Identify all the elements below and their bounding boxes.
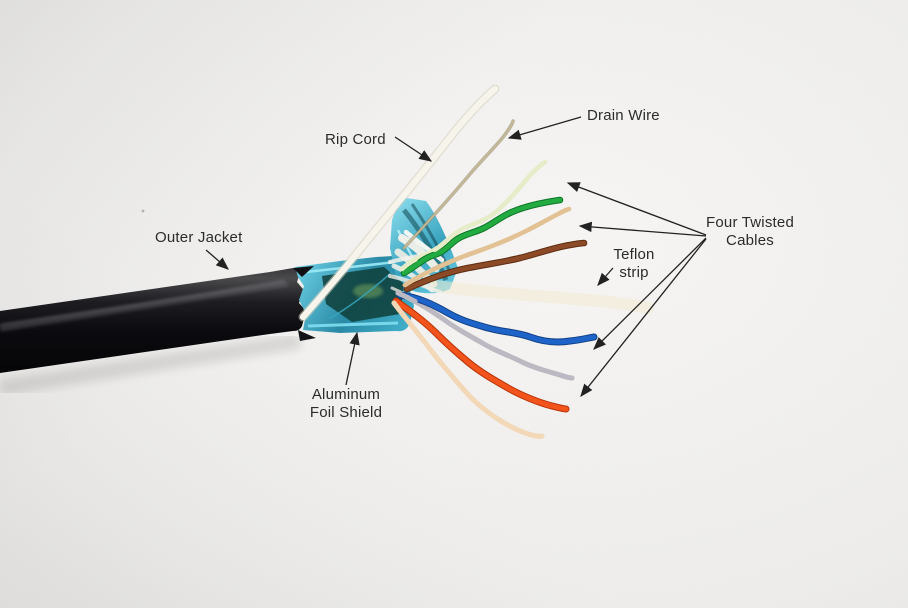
label-aluminum-foil-shield: Aluminum Foil Shield bbox=[304, 386, 388, 421]
label-drain-wire: Drain Wire bbox=[587, 107, 660, 124]
wire-green bbox=[401, 197, 563, 276]
jacket-fray-top bbox=[293, 266, 314, 277]
foil-green-glint bbox=[353, 284, 383, 298]
label-four-twisted-line1: Four Twisted bbox=[706, 214, 794, 231]
brown-twisted-pair bbox=[402, 206, 588, 293]
label-aluminum-line1: Aluminum bbox=[311, 386, 381, 403]
green-twisted-pair bbox=[399, 159, 564, 277]
jacket-gloss-thin bbox=[0, 280, 286, 326]
foil-streak-mid bbox=[329, 271, 393, 319]
aluminum-foil-graphic bbox=[293, 255, 415, 341]
wire-brown-white-weave bbox=[402, 206, 572, 288]
orange-twisted-pair bbox=[391, 297, 570, 439]
wire-orange-white-weave bbox=[391, 300, 545, 439]
label-teflon-line2: strip bbox=[619, 263, 649, 281]
wire-orange bbox=[393, 298, 569, 412]
label-outer-jacket: Outer Jacket bbox=[155, 229, 243, 246]
jacket-gloss bbox=[0, 281, 289, 332]
teflon-strip-graphic bbox=[430, 280, 654, 314]
label-teflon-line1: Teflon bbox=[613, 246, 655, 263]
arrow-drain-wire bbox=[507, 116, 582, 140]
wire-green-white-weave bbox=[399, 159, 548, 272]
label-four-twisted-line2: Cables bbox=[726, 231, 774, 249]
label-teflon-strip: Teflon strip bbox=[604, 246, 664, 281]
drain-wire-graphic bbox=[402, 119, 515, 250]
background-speck bbox=[141, 209, 145, 213]
arrow-twisted-pair-orange bbox=[580, 238, 707, 398]
outer-jacket-graphic bbox=[0, 267, 306, 373]
arrow-aluminum-foil bbox=[345, 331, 360, 386]
annotation-arrows bbox=[205, 116, 707, 398]
rip-cord-graphic bbox=[298, 84, 500, 322]
jacket-fray-bottom bbox=[298, 330, 316, 341]
arrow-twisted-pair-brown bbox=[578, 221, 707, 237]
arrow-teflon-strip bbox=[597, 267, 614, 286]
wire-blue bbox=[397, 292, 597, 345]
blue-twisted-pair bbox=[395, 290, 598, 381]
label-rip-cord: Rip Cord bbox=[325, 131, 386, 148]
cable-shadow bbox=[0, 333, 302, 396]
label-aluminum-line2: Foil Shield bbox=[309, 403, 383, 421]
arrow-outer-jacket bbox=[205, 249, 229, 270]
wire-blue-white-weave bbox=[395, 290, 575, 381]
foil-flap-dark-streak2 bbox=[410, 203, 452, 273]
foil-streak-bottom bbox=[307, 321, 399, 328]
arrow-twisted-pair-green bbox=[566, 182, 707, 236]
arrow-rip-cord bbox=[394, 136, 433, 162]
label-four-twisted-cables: Four Twisted Cables bbox=[699, 214, 801, 249]
wire-brown bbox=[404, 240, 587, 292]
arrow-twisted-pair-blue bbox=[593, 237, 707, 350]
